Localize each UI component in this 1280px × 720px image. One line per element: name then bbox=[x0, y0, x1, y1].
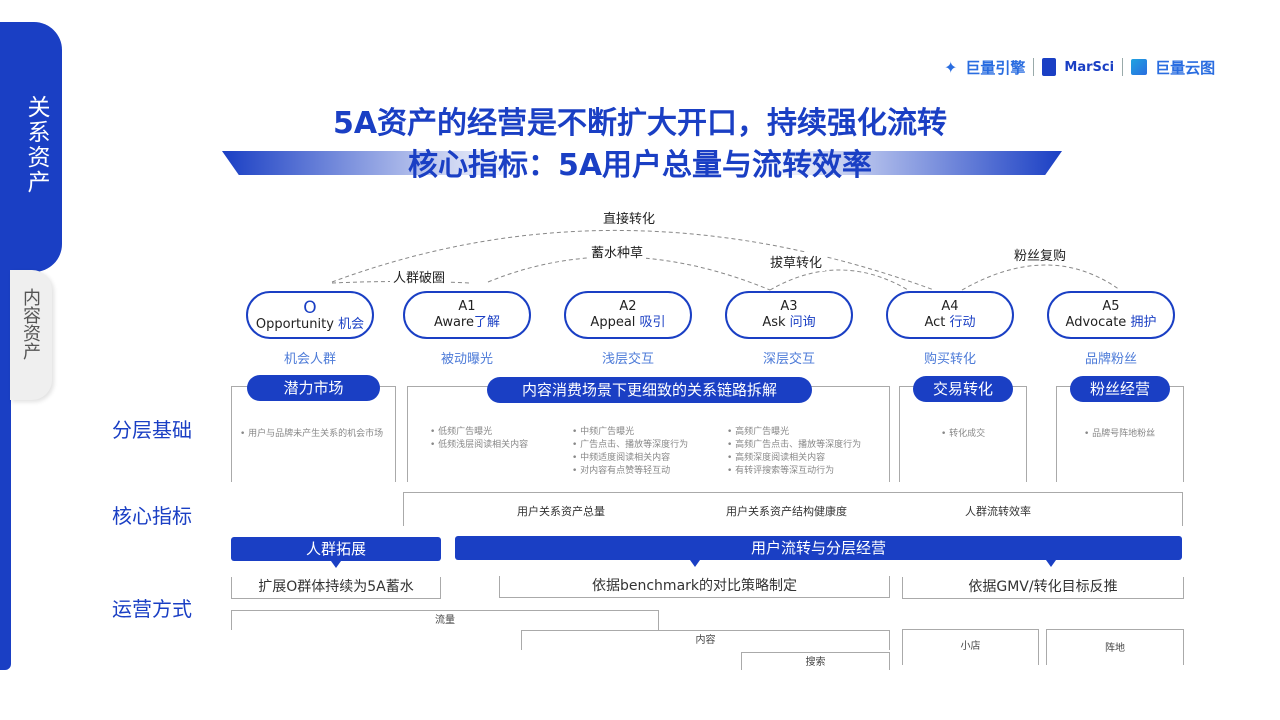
layer-note-o: • 用户与品牌未产生关系的机会市场 bbox=[240, 429, 384, 439]
layer-head-content: 内容消费场景下更细致的关系链路拆解 bbox=[487, 377, 812, 403]
arc-label-repurchase: 粉丝复购 bbox=[1011, 245, 1070, 264]
stage-a1[interactable]: A1 Aware了解 bbox=[403, 291, 531, 339]
ops-box-gmv: 依据GMV/转化目标反推 bbox=[902, 577, 1184, 599]
title-band-decoration bbox=[222, 151, 1062, 175]
arc-seeding bbox=[487, 256, 771, 291]
layer-note-a1: • 低频广告曝光 • 低频浅层阅读相关内容 bbox=[430, 427, 529, 450]
channel-label: 流量 bbox=[435, 615, 455, 626]
partner-logos: ✦ 巨量引擎 MarSci 巨量云图 bbox=[944, 54, 1215, 80]
kpi-efficiency: 人群流转效率 bbox=[965, 505, 1031, 518]
channel-traffic: 流量 bbox=[231, 610, 659, 630]
arc-grass bbox=[769, 269, 909, 291]
arc-repurchase bbox=[961, 264, 1121, 291]
logo-divider bbox=[1122, 58, 1124, 76]
logo-yuntu: 巨量云图 bbox=[1155, 58, 1216, 77]
page-subtitle: 核心指标：5A用户总量与流转效率 bbox=[407, 148, 873, 183]
arrow-down-icon bbox=[1046, 560, 1056, 567]
stage-sub-label: 机会人群 bbox=[283, 352, 336, 367]
side-accent-line bbox=[0, 260, 11, 670]
logo-marsci: MarSci bbox=[1064, 59, 1115, 75]
arrow-down-icon bbox=[690, 560, 700, 567]
stage-sub-label: 深层交互 bbox=[762, 352, 815, 367]
stage-sub-label: 被动曝光 bbox=[440, 352, 493, 367]
ocean-engine-logo-icon: ✦ bbox=[944, 57, 958, 77]
marsci-logo-icon bbox=[1042, 58, 1057, 76]
row-label-layer: 分层基础 bbox=[112, 418, 192, 442]
layer-note-a3: • 高频广告曝光 • 高频广告点击、播放等深度行为 • 高频深度阅读相关内容 •… bbox=[727, 427, 862, 476]
stage-name: Aware了解 bbox=[433, 315, 501, 330]
stage-sub-label: 浅层交互 bbox=[601, 352, 654, 367]
layer-note-a4: • 转化成交 bbox=[941, 429, 986, 439]
channel-search: 搜索 bbox=[741, 652, 890, 670]
stage-code: A5 bbox=[1102, 299, 1120, 314]
arc-label-grass: 拔草转化 bbox=[767, 252, 826, 271]
stage-a4[interactable]: A4 Act 行动 bbox=[886, 291, 1014, 339]
stage-code: A4 bbox=[941, 299, 959, 314]
stage-sub-label: 购买转化 bbox=[923, 352, 976, 367]
channel-label: 内容 bbox=[695, 635, 716, 646]
page-title: 5A资产的经营是不断扩大开口，持续强化流转 bbox=[332, 106, 948, 141]
arc-label-direct: 直接转化 bbox=[600, 208, 659, 227]
logo-ocean-engine: 巨量引擎 bbox=[965, 58, 1026, 77]
stage-code: A3 bbox=[780, 299, 798, 314]
side-tab-inactive-label: 内容资产 bbox=[20, 288, 41, 360]
channel-position: 阵地 bbox=[1046, 629, 1184, 665]
stage-opportunity[interactable]: O Opportunity 机会 bbox=[246, 291, 374, 339]
stage-name: Advocate 拥护 bbox=[1065, 315, 1157, 330]
kpi-structure: 用户关系资产结构健康度 bbox=[726, 505, 847, 518]
ops-box-benchmark: 依据benchmark的对比策略制定 bbox=[499, 576, 890, 598]
channel-label: 阵地 bbox=[1105, 643, 1125, 654]
side-tab-content-assets[interactable] bbox=[10, 270, 52, 400]
stage-code: A1 bbox=[458, 299, 476, 314]
stage-name: Opportunity 机会 bbox=[255, 317, 365, 332]
logo-divider bbox=[1033, 58, 1035, 76]
arc-direct-conversion bbox=[331, 230, 935, 291]
arc-label-seed: 蓄水种草 bbox=[588, 242, 647, 261]
arc-label-break: 人群破圈 bbox=[390, 267, 449, 286]
yuntu-logo-icon bbox=[1131, 59, 1148, 75]
kpi-bracket bbox=[403, 492, 1183, 526]
channel-content: 内容 bbox=[521, 630, 890, 650]
kpi-total: 用户关系资产总量 bbox=[517, 505, 605, 518]
stage-name: Appeal 吸引 bbox=[590, 315, 666, 330]
stage-sub-label: 品牌粉丝 bbox=[1084, 352, 1137, 367]
ops-bar-flow: 用户流转与分层经营 bbox=[455, 536, 1182, 560]
arrow-down-icon bbox=[331, 561, 341, 568]
stage-code: A2 bbox=[619, 299, 637, 314]
layer-head-potential: 潜力市场 bbox=[247, 375, 380, 401]
layer-note-a5: • 品牌号阵地粉丝 bbox=[1084, 429, 1156, 439]
ops-bar-expansion: 人群拓展 bbox=[231, 537, 441, 561]
row-label-ops: 运营方式 bbox=[112, 597, 192, 621]
stage-code: O bbox=[303, 298, 317, 318]
arc-breakout bbox=[331, 281, 471, 284]
stage-a5[interactable]: A5 Advocate 拥护 bbox=[1047, 291, 1175, 339]
side-tab-active-label: 关系资产 bbox=[23, 95, 49, 195]
layer-head-fans: 粉丝经营 bbox=[1070, 376, 1170, 402]
layer-note-a2: • 中频广告曝光 • 广告点击、播放等深度行为 • 中频适度阅读相关内容 • 对… bbox=[572, 427, 689, 476]
stage-a3[interactable]: A3 Ask 问询 bbox=[725, 291, 853, 339]
layer-head-trade: 交易转化 bbox=[913, 376, 1013, 402]
channel-label: 搜索 bbox=[805, 657, 826, 668]
channel-label: 小店 bbox=[960, 641, 981, 652]
side-tab-relationship-assets[interactable] bbox=[0, 22, 62, 272]
stage-name: Act 行动 bbox=[924, 315, 976, 330]
row-label-kpi: 核心指标 bbox=[112, 504, 192, 528]
stage-name: Ask 问询 bbox=[762, 315, 816, 330]
stage-a2[interactable]: A2 Appeal 吸引 bbox=[564, 291, 692, 339]
ops-box-expand: 扩展O群体持续为5A蓄水 bbox=[231, 577, 441, 599]
channel-shop: 小店 bbox=[902, 629, 1039, 665]
